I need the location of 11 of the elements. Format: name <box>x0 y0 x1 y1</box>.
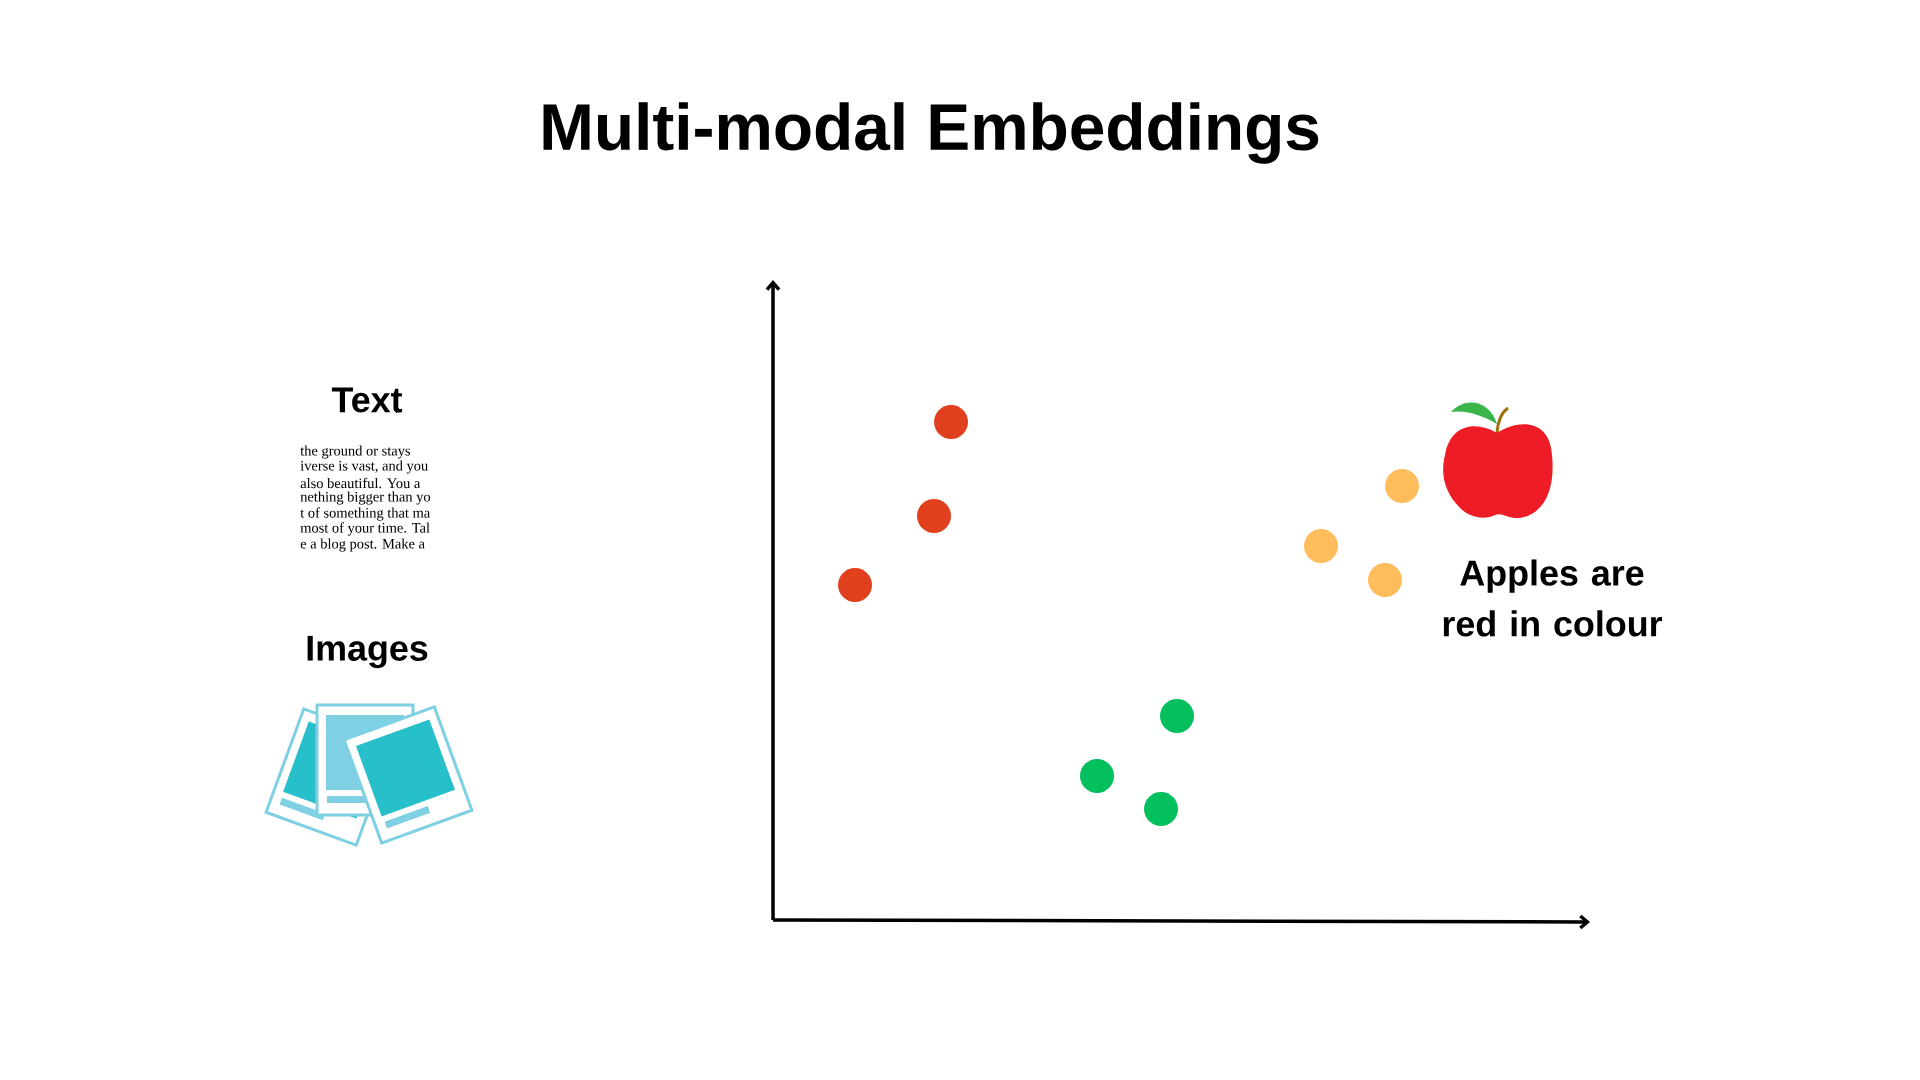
title: Multi-modal Embeddings <box>543 102 1319 164</box>
section-heading: Images <box>307 635 428 669</box>
text-line: t of something that ma <box>300 507 430 521</box>
section-heading: Text <box>331 387 403 413</box>
text-line: nething bigger than yo <box>300 491 431 505</box>
text-line: the ground or stays <box>300 445 411 459</box>
text-line: most of your time. Tal <box>300 522 430 536</box>
text-line: iverse is vast, and you <box>300 460 428 474</box>
text-line: also beautiful. You a <box>300 477 421 489</box>
text-line: e a blog post. Make a <box>300 538 425 552</box>
caption: Apples are red in colour <box>1443 559 1663 637</box>
